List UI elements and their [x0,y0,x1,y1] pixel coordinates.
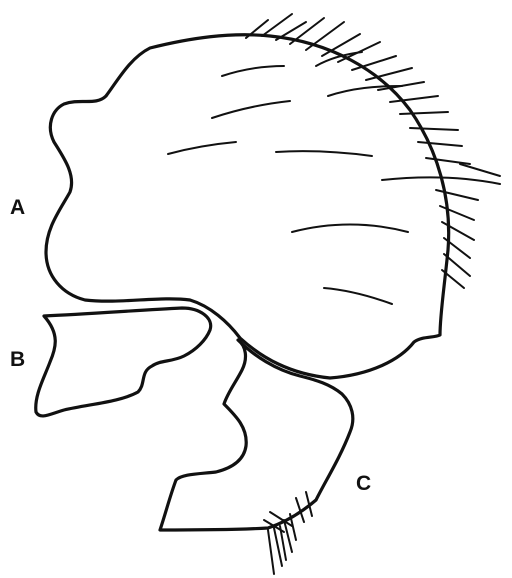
inner-bristle [168,142,236,154]
marginal-seta [400,112,448,114]
marginal-seta [338,42,380,62]
marginal-seta [436,190,478,200]
inner-bristle [222,66,284,76]
label-b: B [10,348,25,371]
part-b [36,308,211,416]
label-a: A [10,196,25,219]
part-c [160,340,353,574]
inner-bristle [212,101,290,118]
part-c-outline [160,340,353,530]
inner-bristle [324,288,392,304]
marginal-seta [410,128,458,130]
inner-bristle [292,225,408,233]
marginal-seta [426,158,470,164]
marginal-seta [276,22,306,40]
marginal-seta [460,164,500,176]
marginal-seta [418,142,462,146]
c-seta [268,530,274,574]
label-c: C [356,472,371,495]
marginal-seta [442,222,474,240]
part-b-outline [36,308,211,416]
marginal-seta [440,206,474,220]
part-a [46,14,500,378]
inner-bristle [276,151,372,156]
